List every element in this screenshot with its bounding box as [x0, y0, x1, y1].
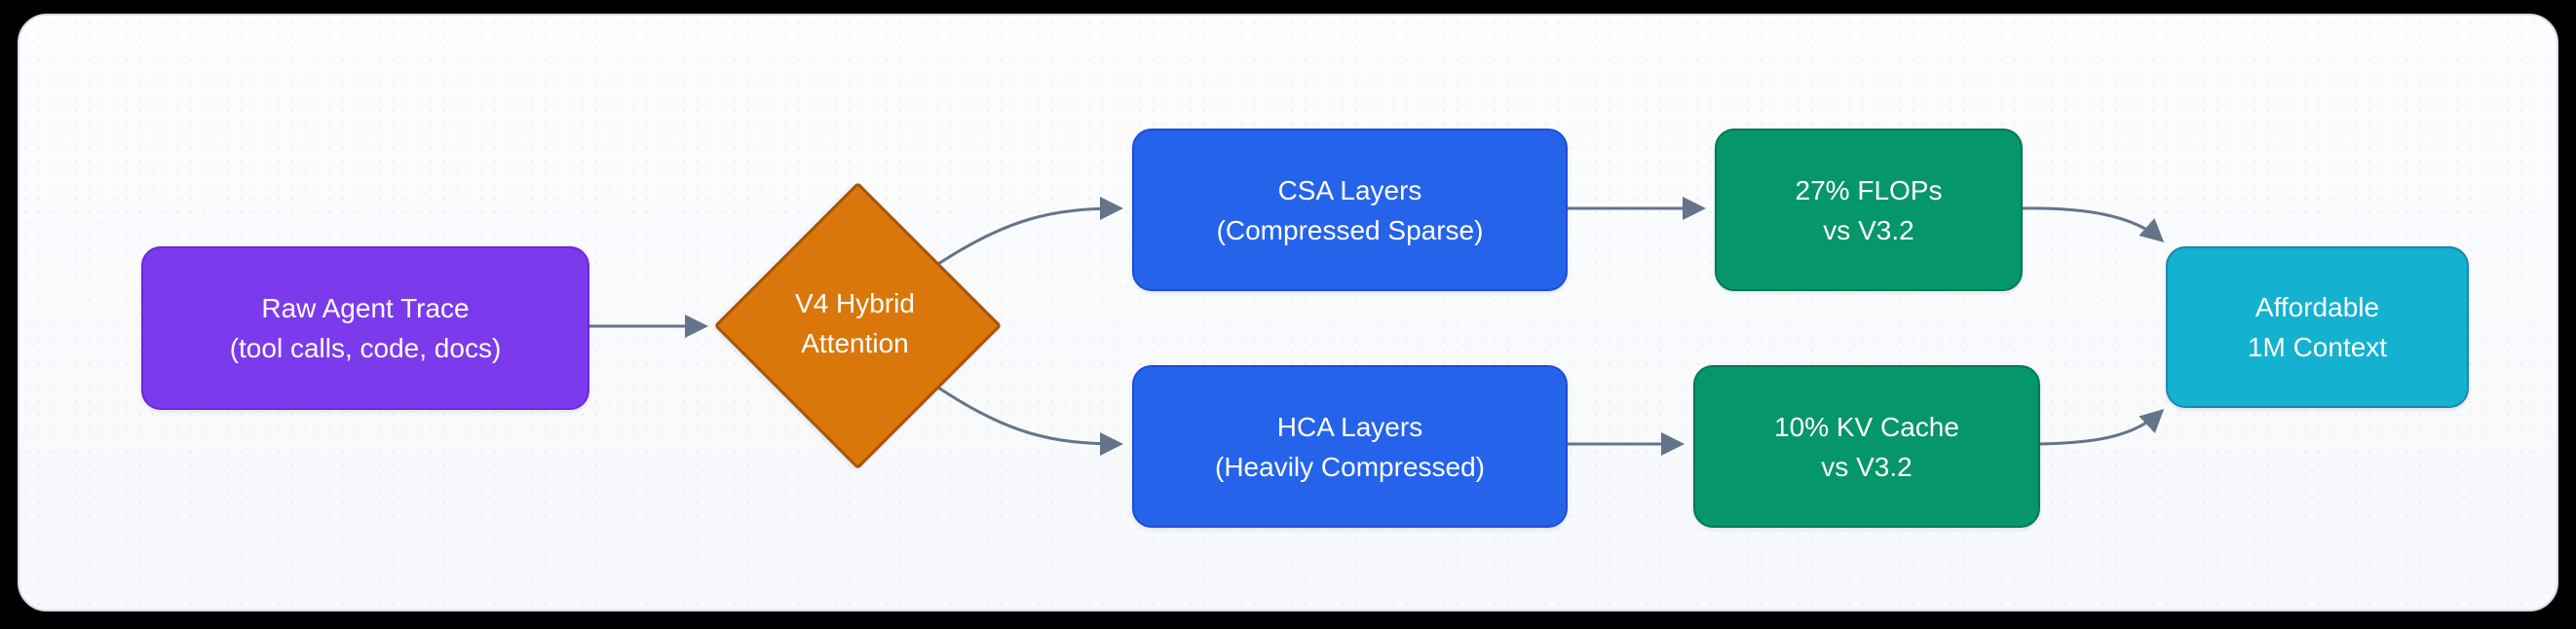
node-label-line: (Heavily Compressed): [1215, 451, 1485, 482]
node-affordable-1m-context: Affordable 1M Context: [2166, 246, 2469, 408]
node-label-line: vs V3.2: [1823, 214, 1914, 245]
node-label-line: CSA Layers: [1277, 174, 1422, 205]
node-label-line: Raw Agent Trace: [261, 293, 470, 323]
node-flops-vs-v32: 27% FLOPs vs V3.2: [1715, 129, 2023, 291]
node-label-line: V4 Hybrid: [795, 287, 915, 318]
node-label-line: (tool calls, code, docs): [229, 333, 502, 363]
node-label-line: HCA Layers: [1276, 411, 1423, 442]
node-hca-layers: HCA Layers (Heavily Compressed): [1132, 365, 1568, 528]
node-label-line: (Compressed Sparse): [1216, 214, 1484, 245]
node-csa-layers: CSA Layers (Compressed Sparse): [1132, 129, 1568, 291]
node-label-line: 27% FLOPs: [1795, 174, 1943, 205]
node-label-line: 10% KV Cache: [1774, 411, 1959, 442]
node-label-line: Attention: [801, 327, 909, 358]
node-label-line: 1M Context: [2247, 332, 2388, 362]
node-v4-hybrid-attention-label: V4 Hybrid Attention: [756, 224, 954, 422]
node-label-line: vs V3.2: [1821, 451, 1913, 482]
node-raw-agent-trace: Raw Agent Trace (tool calls, code, docs): [141, 246, 589, 410]
diagram-canvas: [18, 14, 2558, 611]
node-label-line: Affordable: [2254, 292, 2380, 322]
node-kv-cache-vs-v32: 10% KV Cache vs V3.2: [1693, 365, 2040, 528]
